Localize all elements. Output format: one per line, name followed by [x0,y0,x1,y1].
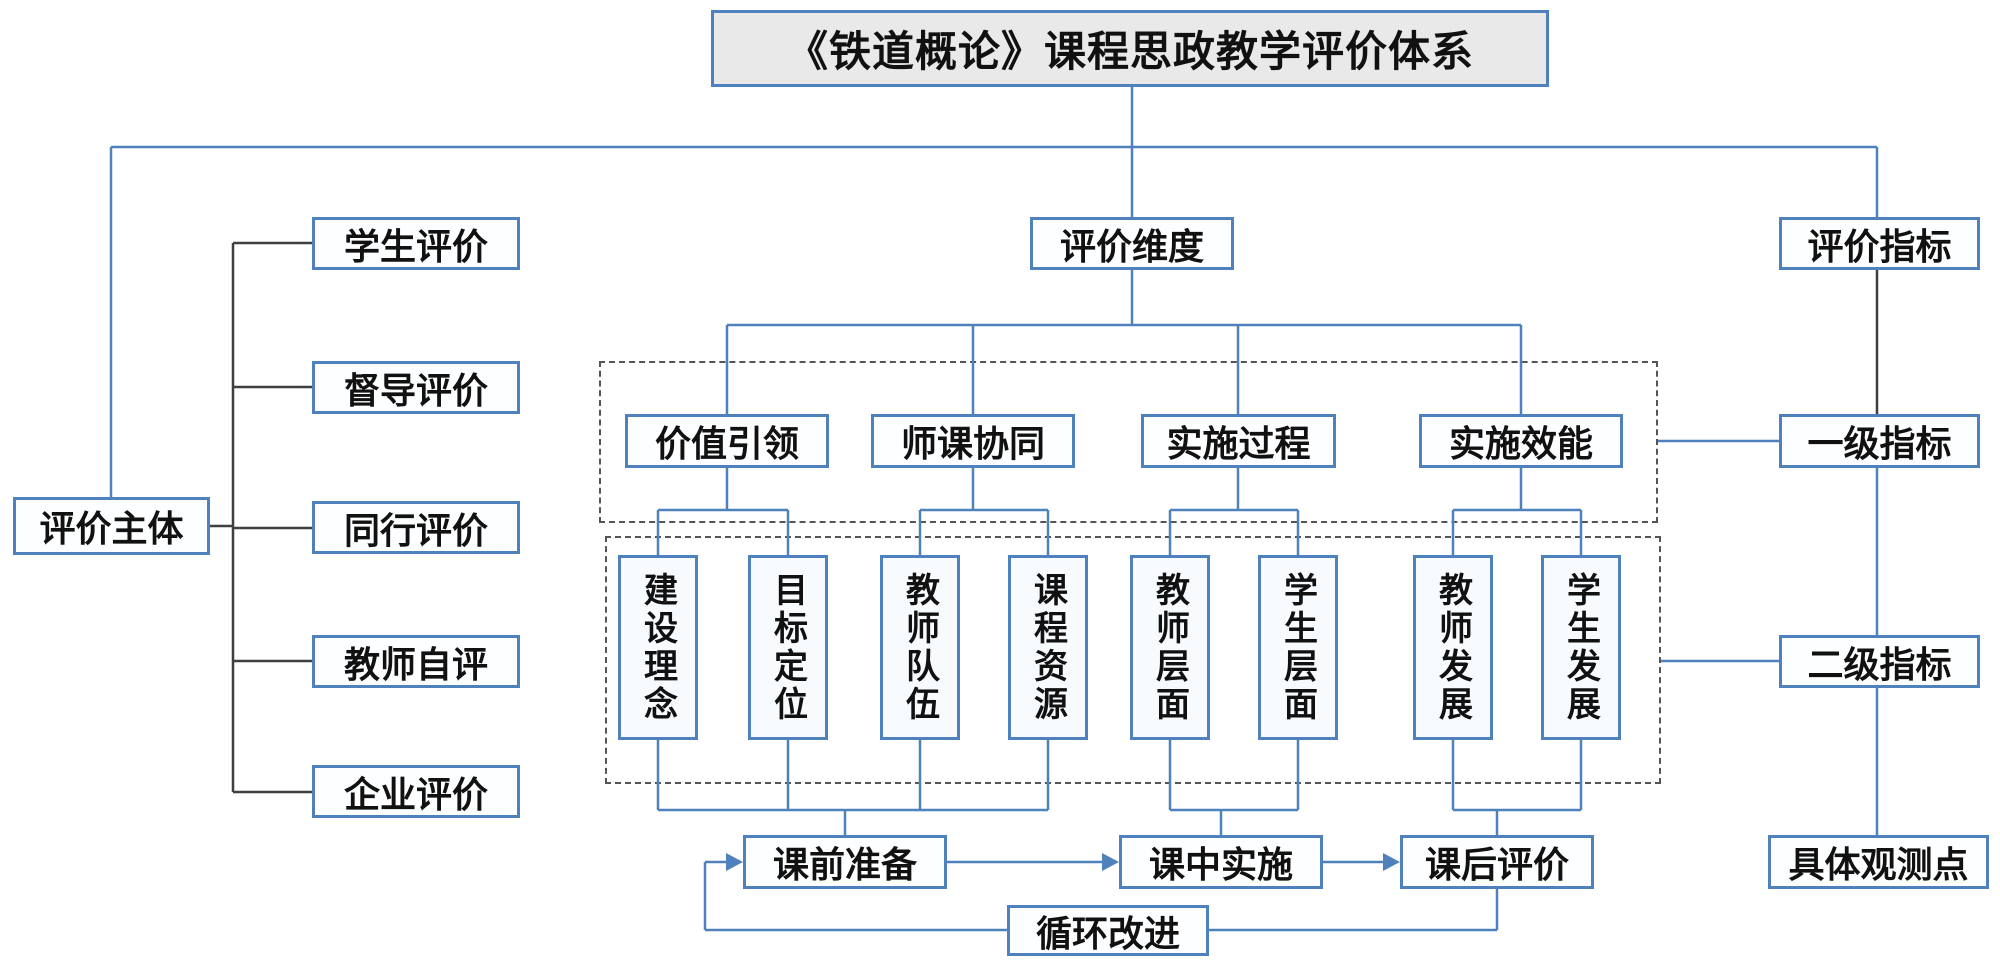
node-cycle-improvement: 循环改进 [1007,905,1209,956]
node-evaluation-indicators: 评价指标 [1779,217,1980,270]
node-evaluation-dimension: 评价维度 [1030,217,1234,270]
diagram-title: 《铁道概论》课程思政教学评价体系 [711,10,1549,87]
node-value-leading: 价值引领 [625,414,829,468]
node-student-evaluation: 学生评价 [312,217,520,270]
node-post-class-evaluation: 课后评价 [1400,835,1594,889]
node-supervisor-evaluation: 督导评价 [312,361,520,414]
node-implementation-process: 实施过程 [1141,414,1336,468]
node-first-level-indicators: 一级指标 [1779,414,1980,468]
node-evaluation-subject: 评价主体 [13,497,210,555]
node-student-level: 学生层面 [1258,555,1338,740]
node-goal-positioning: 目标定位 [748,555,828,740]
node-teacher-course-synergy: 师课协同 [871,414,1075,468]
node-teacher-team: 教师队伍 [880,555,960,740]
first-level-indicator-group-frame [599,361,1658,523]
node-student-development: 学生发展 [1541,555,1621,740]
node-teacher-self-evaluation: 教师自评 [312,635,520,688]
node-pre-class-preparation: 课前准备 [743,835,947,889]
node-course-resources: 课程资源 [1008,555,1088,740]
node-in-class-implementation: 课中实施 [1119,835,1323,889]
node-specific-observation-points: 具体观测点 [1768,835,1989,889]
node-teacher-level: 教师层面 [1130,555,1210,740]
node-implementation-effectiveness: 实施效能 [1419,414,1623,468]
second-level-indicator-group-frame [605,536,1661,784]
node-teacher-development: 教师发展 [1413,555,1493,740]
node-enterprise-evaluation: 企业评价 [312,765,520,818]
node-second-level-indicators: 二级指标 [1779,635,1980,688]
arrowheads [726,853,1400,871]
node-construction-concept: 建设理念 [618,555,698,740]
node-peer-evaluation: 同行评价 [312,501,520,554]
